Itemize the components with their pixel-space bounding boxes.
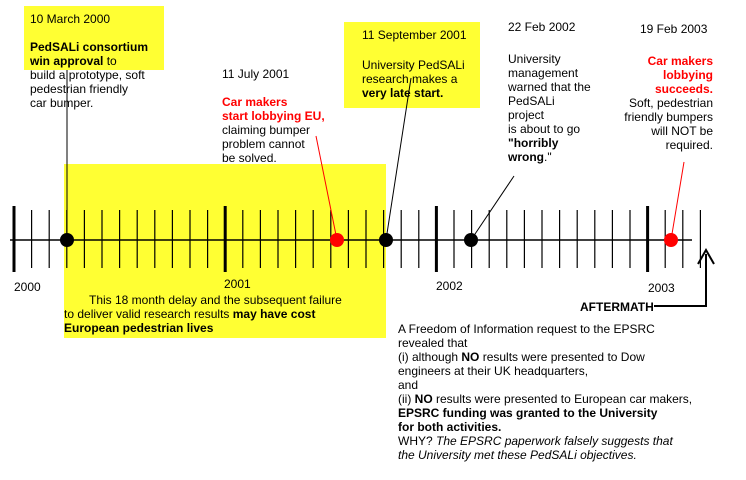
marker-feb-2003 — [664, 233, 678, 247]
delay-note: This 18 month delay and the subsequent f… — [64, 293, 342, 335]
year-label-2003: 2003 — [648, 281, 675, 295]
year-label-2001: 2001 — [224, 277, 251, 291]
highlight-sept-2001 — [344, 22, 480, 108]
event-march-2000-date: 10 March 2000 — [30, 12, 111, 26]
event-sept-2001-date: 11 September 2001 — [362, 28, 467, 42]
connector-july-2001 — [315, 135, 338, 241]
connector-feb-2003 — [670, 161, 685, 241]
marker-sept-2001 — [379, 233, 393, 247]
aftermath-label: AFTERMATH — [580, 300, 654, 314]
event-feb-2002-date: 22 Feb 2002 — [508, 20, 576, 34]
event-march-2000-text: PedSALi consortium win approval to build… — [30, 40, 149, 110]
year-label-2002: 2002 — [436, 279, 463, 293]
marker-july-2001 — [330, 233, 344, 247]
aftermath-arrow-line — [654, 254, 707, 307]
highlight-march-2000 — [24, 6, 164, 70]
event-feb-2003-date: 19 Feb 2003 — [640, 22, 708, 36]
event-july-2001-text: Car makers start lobbying EU, claiming b… — [222, 95, 325, 165]
event-july-2001-date: 11 July 2001 — [222, 67, 290, 81]
aftermath-arrow-head — [697, 247, 715, 265]
event-sept-2001-text: University PedSALi research makes a very… — [362, 58, 465, 100]
aftermath-text: A Freedom of Information request to the … — [398, 322, 693, 462]
event-feb-2002-text: University management warned that the Pe… — [508, 52, 591, 164]
connector-sept-2001 — [385, 77, 412, 241]
marker-march-2000 — [60, 233, 74, 247]
year-label-2000: 2000 — [14, 280, 41, 294]
marker-feb-2002 — [464, 233, 478, 247]
event-feb-2003-text: Car makers lobbying succeeds. Soft, pede… — [624, 54, 713, 152]
timeline-ticks — [12, 206, 702, 272]
connector-feb-2002 — [470, 175, 515, 241]
